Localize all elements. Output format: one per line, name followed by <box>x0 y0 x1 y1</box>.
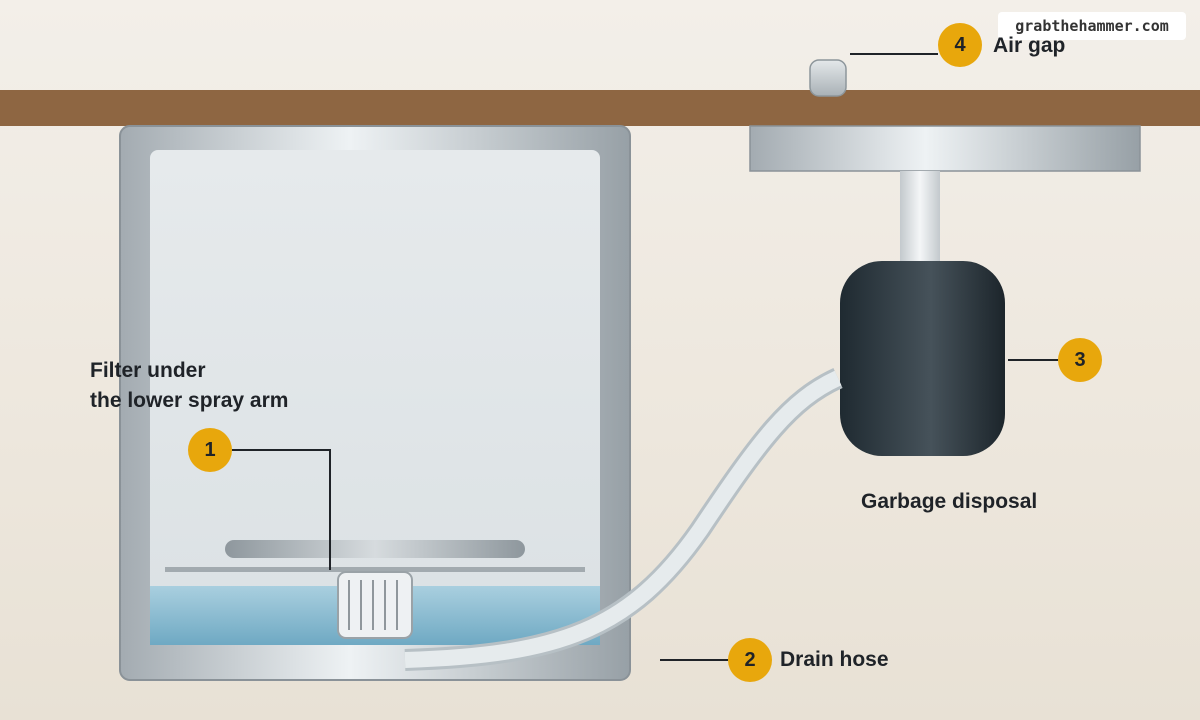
drain-hose-inner <box>404 370 842 668</box>
watermark: grabthehammer.com <box>998 12 1186 40</box>
dishwasher-tub <box>150 150 600 645</box>
callout-marker-1: 1 <box>188 428 232 472</box>
callout-label-1: Filter under the lower spray arm <box>90 356 288 416</box>
callout-label-3: Garbage disposal <box>861 490 1038 513</box>
countertop <box>0 90 1200 126</box>
sink-basin <box>749 125 1141 172</box>
filter <box>337 571 413 639</box>
filter-slots <box>348 580 398 630</box>
callout-label-1-line-1: Filter under <box>90 359 206 382</box>
callout-label-1-line-2: the lower spray arm <box>90 389 289 412</box>
leader-line-1 <box>232 449 331 570</box>
callout-marker-4: 4 <box>938 23 982 67</box>
lower-spray-arm <box>225 540 525 558</box>
callout-marker-3: 3 <box>1058 338 1102 382</box>
garbage-disposal <box>840 261 1005 456</box>
rack-rail <box>165 567 585 572</box>
callout-marker-2: 2 <box>728 638 772 682</box>
sink-drain-pipe <box>900 171 940 266</box>
callout-label-4: Air gap <box>993 34 1066 57</box>
callout-label-2: Drain hose <box>780 648 889 671</box>
air-gap-cap <box>809 59 847 97</box>
